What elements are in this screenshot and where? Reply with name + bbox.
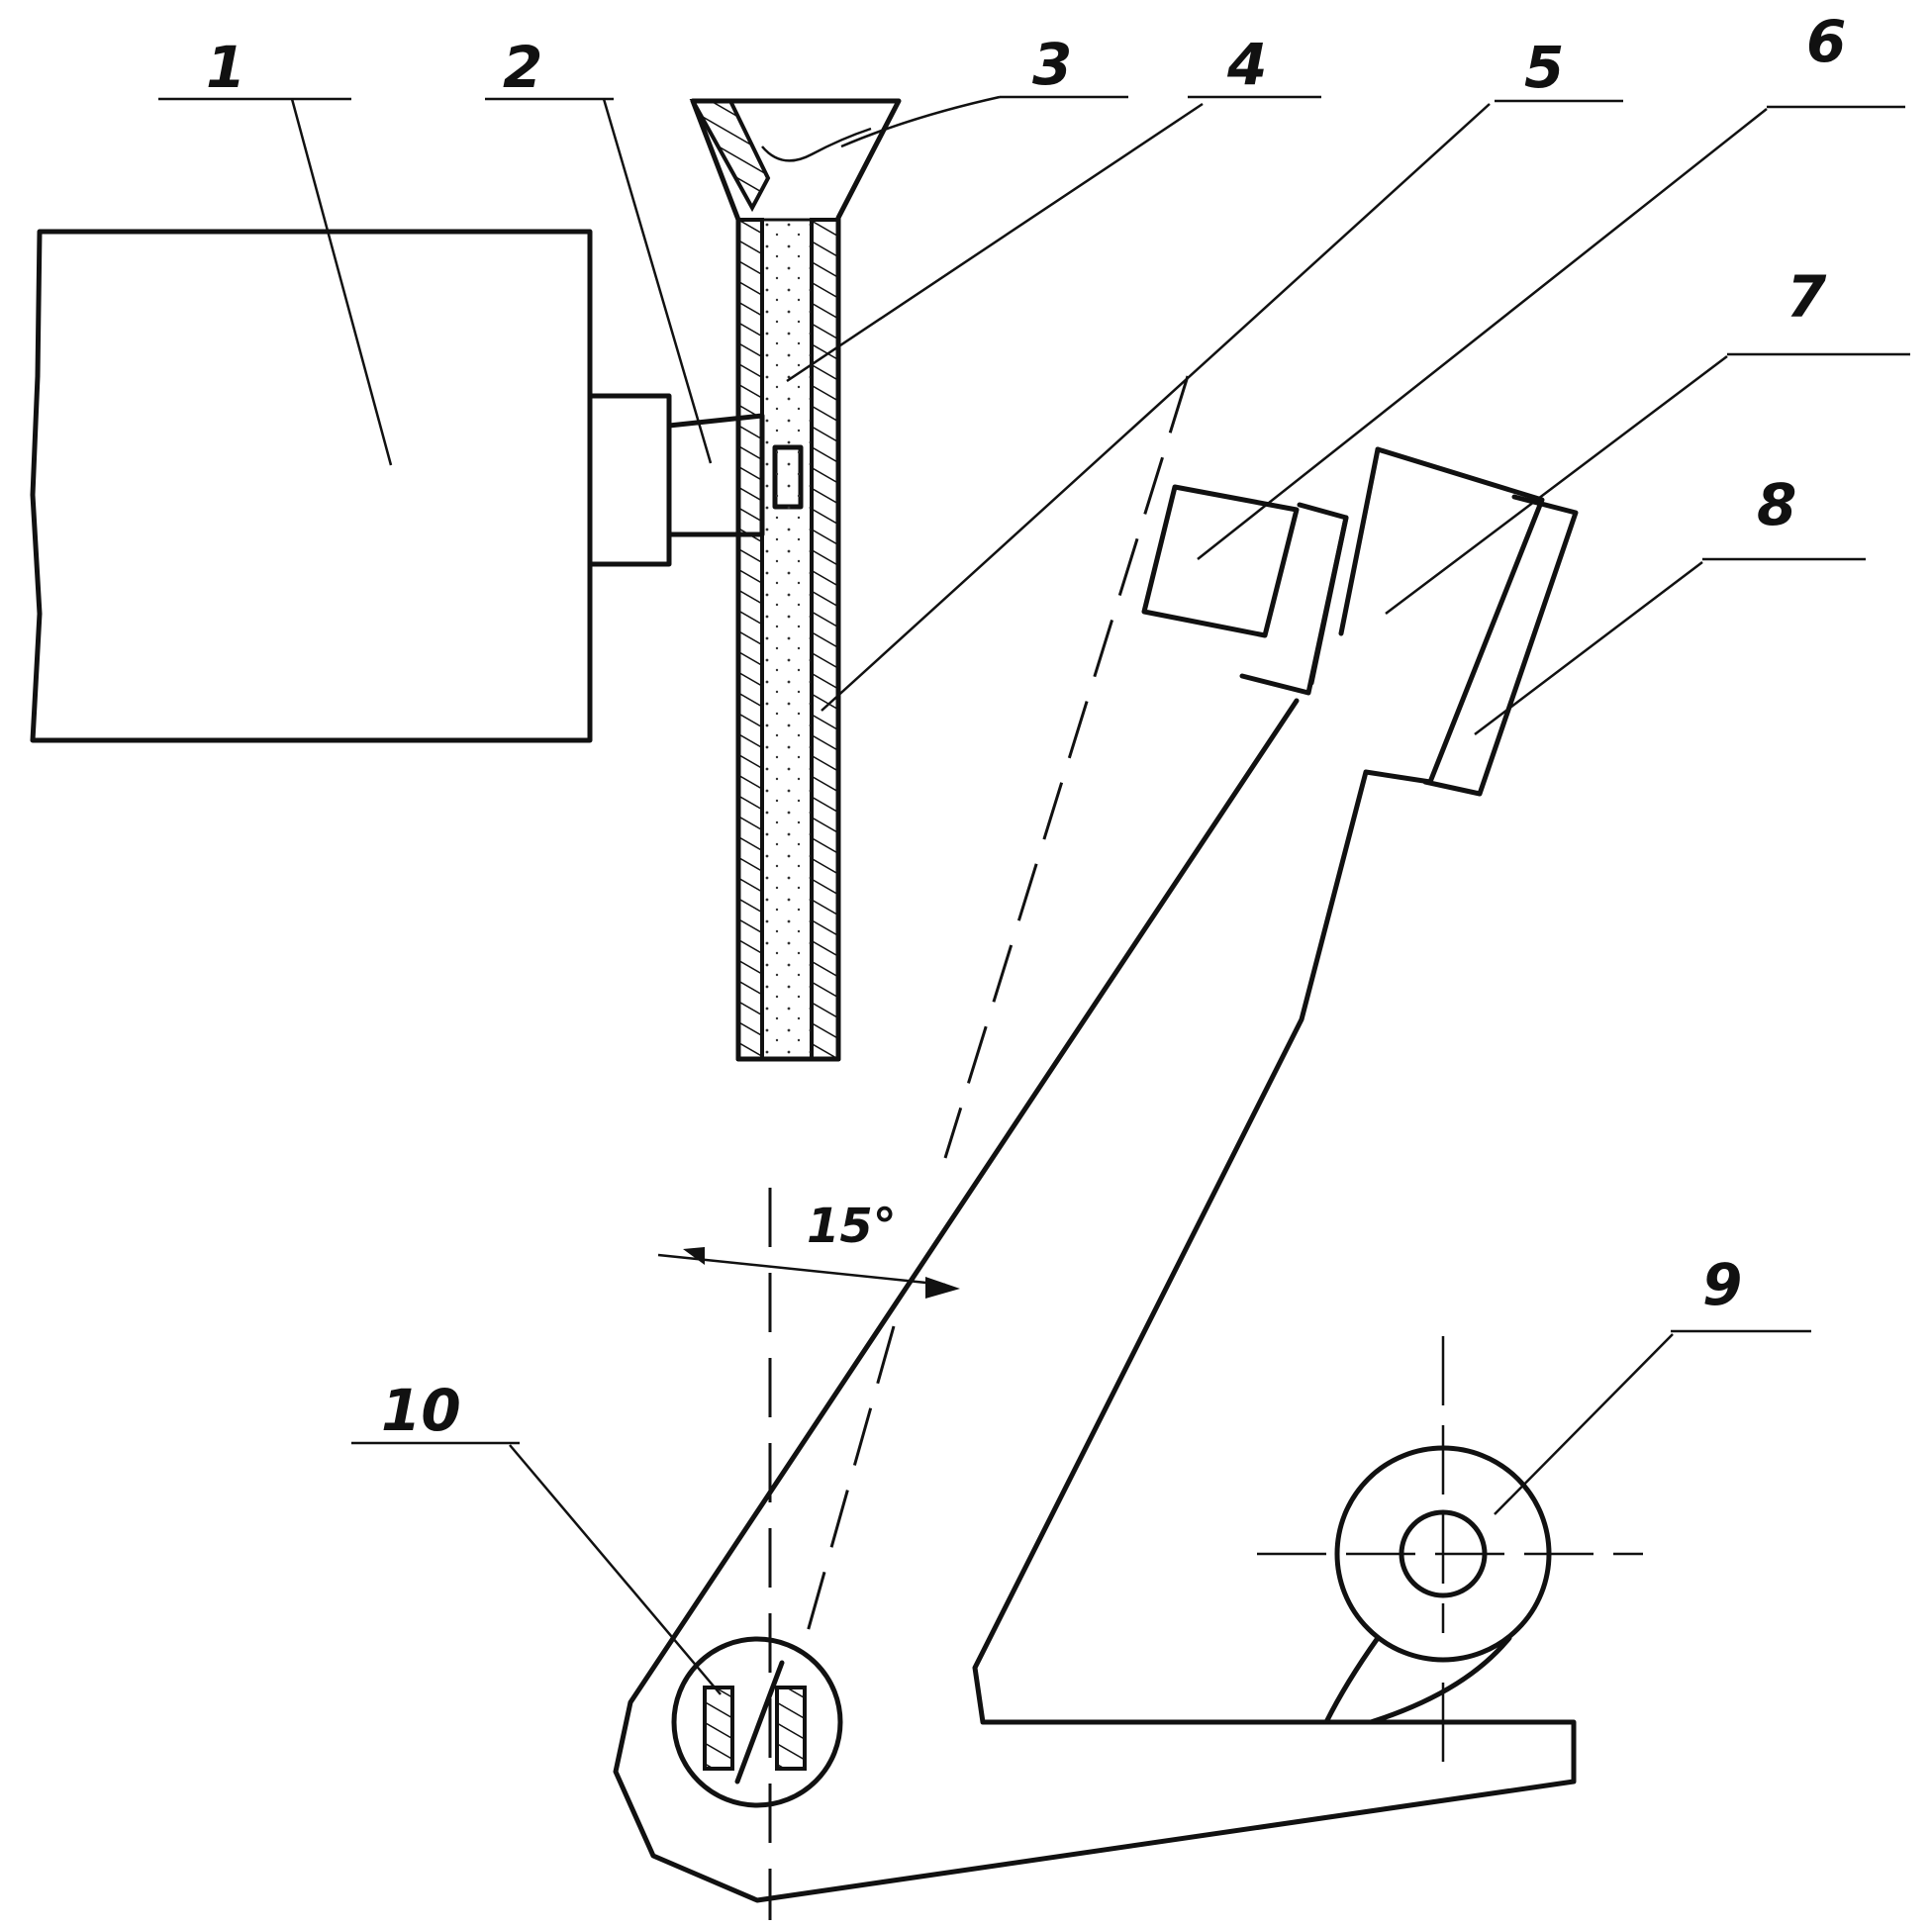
part-8-guide <box>1422 494 1579 797</box>
part-9-pivot-roller <box>1257 1336 1643 1762</box>
callout-labels: 1 2 3 4 5 6 7 8 9 10 <box>206 8 1846 1444</box>
part-4-feed-tube <box>735 218 841 1062</box>
callout-3: 3 <box>1032 31 1072 98</box>
part-5-spring-block <box>1141 484 1300 638</box>
leader-lines <box>158 95 1910 1695</box>
part-7-frame <box>613 446 1577 1903</box>
callout-7: 7 <box>1787 263 1827 331</box>
angle-dimension: 15° <box>657 375 1190 1920</box>
angle-label: 15° <box>807 1199 897 1254</box>
callout-6: 6 <box>1806 8 1846 75</box>
callout-10: 10 <box>381 1377 461 1444</box>
part-10-sample-holder <box>671 1636 843 1808</box>
callout-2: 2 <box>503 34 542 101</box>
part-6-lever-arm <box>1239 502 1349 696</box>
callout-1: 1 <box>206 34 245 101</box>
callout-5: 5 <box>1524 34 1564 101</box>
callout-4: 4 <box>1226 31 1267 98</box>
callout-8: 8 <box>1757 471 1796 538</box>
part-1-motor-body <box>30 229 593 743</box>
callout-9: 9 <box>1702 1251 1742 1318</box>
